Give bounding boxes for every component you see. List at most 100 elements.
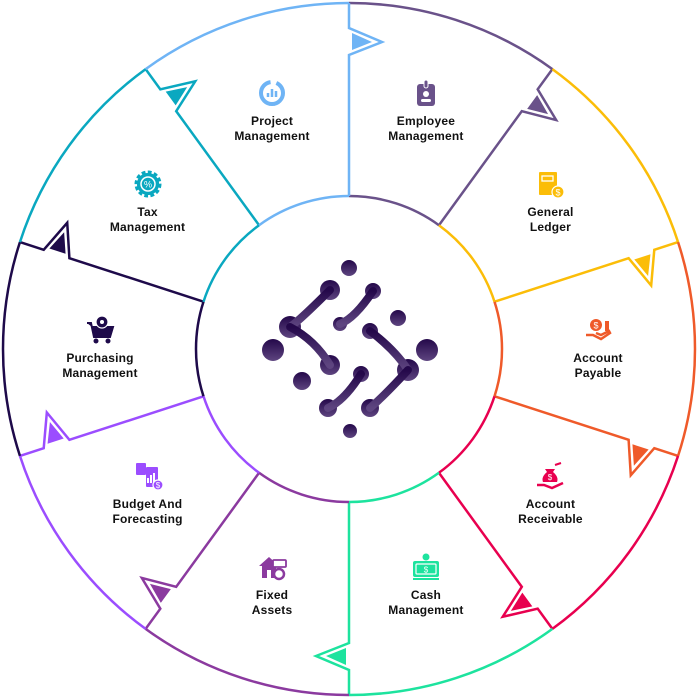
- inner-arc: [258, 471, 350, 504]
- logo-link: [286, 323, 334, 369]
- center-logo: [262, 260, 438, 438]
- segment-general-ledger: [438, 68, 680, 303]
- inner-arc: [493, 301, 504, 397]
- hand-money-icon: $: [586, 319, 612, 341]
- segment-account-receivable: [437, 395, 680, 630]
- inner-arc: [438, 224, 496, 303]
- segment-purchasing-management: [1, 219, 205, 457]
- inner-arc: [348, 194, 440, 227]
- cash-note-icon: $: [412, 553, 439, 580]
- segment-fixed-assets: [139, 471, 350, 697]
- label-line: Cash: [410, 587, 442, 602]
- arrow-icon: [149, 583, 171, 603]
- outer-arc: [348, 1, 554, 71]
- house-gear-icon: [259, 556, 287, 581]
- arrow-icon: [510, 592, 533, 611]
- gear-percent-icon: %: [134, 170, 162, 198]
- inner-arc: [202, 395, 260, 474]
- label-line: Payable: [574, 366, 622, 380]
- segment-budget-and-forecasting: [18, 395, 260, 630]
- outer-arc: [1, 241, 22, 457]
- arrow-icon: [632, 444, 649, 466]
- label-line: Employee: [396, 114, 456, 129]
- cart-gear-icon: [87, 315, 115, 344]
- logo-dot: [343, 424, 357, 438]
- label-line: Purchasing: [66, 351, 134, 365]
- ledger-book-icon: $: [539, 171, 566, 199]
- outer-arc: [144, 627, 350, 697]
- logo-dot: [262, 339, 284, 361]
- divider: [19, 219, 204, 303]
- divider: [494, 395, 679, 479]
- outer-arc: [676, 241, 697, 457]
- divider: [437, 68, 559, 226]
- inner-arc: [348, 471, 440, 504]
- label-line: Ledger: [529, 219, 572, 234]
- inner-arc: [202, 224, 260, 303]
- logo-dot: [341, 260, 357, 276]
- divider: [139, 472, 261, 630]
- arrow-icon: [634, 254, 651, 277]
- id-badge-icon: [416, 79, 435, 107]
- outer-arc: [551, 68, 680, 243]
- divider: [144, 68, 261, 226]
- segment-account-payable: [493, 241, 697, 479]
- arrow-icon: [165, 87, 188, 106]
- label-line: Fixed: [255, 587, 289, 602]
- label-line: Forecasting: [112, 512, 183, 527]
- money-bag-hand-icon: $: [537, 462, 564, 490]
- label-line: General: [527, 204, 574, 219]
- label-line: Management: [62, 366, 138, 380]
- segment-employee-management: [348, 1, 559, 227]
- label-line: Management: [234, 129, 310, 144]
- label-line: Receivable: [518, 512, 583, 527]
- inner-arc: [438, 395, 496, 474]
- label-line: Management: [388, 129, 464, 144]
- budget-chart-icon: $: [135, 463, 163, 491]
- label-line: Assets: [251, 602, 293, 617]
- arrow-icon: [47, 421, 64, 444]
- chart-ring-icon: [259, 80, 286, 107]
- logo-dot: [390, 310, 406, 326]
- svg-text:$: $: [424, 565, 429, 574]
- logo-link: [336, 287, 377, 328]
- logo-link: [286, 286, 334, 331]
- inner-arc: [258, 194, 350, 227]
- divider: [19, 395, 204, 458]
- label-line: Tax: [137, 204, 158, 219]
- svg-text:$: $: [155, 481, 160, 490]
- logo-link: [324, 370, 365, 412]
- arrow-icon: [49, 232, 66, 254]
- outer-arc: [348, 627, 554, 697]
- arrow-icon: [326, 648, 346, 665]
- segment-tax-management: [18, 68, 261, 303]
- svg-text:$: $: [593, 321, 598, 331]
- logo-dot: [293, 372, 311, 390]
- label-line: Account: [573, 351, 623, 365]
- divider: [437, 472, 554, 630]
- segment-cash-management: [312, 471, 554, 697]
- outer-arc: [551, 455, 680, 630]
- svg-text:$: $: [548, 473, 553, 482]
- inner-arc: [194, 301, 205, 397]
- label-line: Management: [109, 219, 186, 234]
- divider: [347, 3, 386, 196]
- logo-link: [366, 366, 412, 412]
